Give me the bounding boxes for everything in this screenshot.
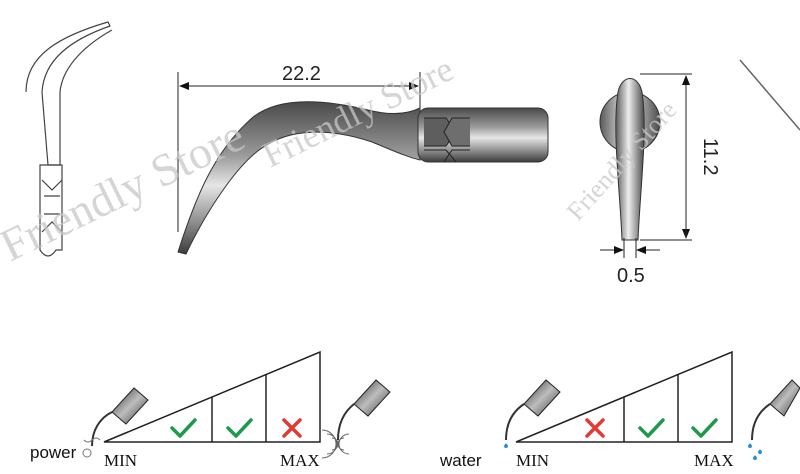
vibration-icon-low bbox=[82, 448, 92, 458]
height-dimension: 11.2 bbox=[640, 73, 721, 241]
power-check-icon-1 bbox=[170, 418, 197, 438]
power-check-icon-2 bbox=[226, 418, 253, 438]
power-max-label: MAX bbox=[280, 451, 320, 470]
power-scale: power MIN MAX bbox=[30, 350, 391, 470]
tool-icon-high-water bbox=[748, 379, 800, 460]
water-cross-icon-1 bbox=[585, 418, 605, 438]
water-check-icon-3 bbox=[691, 418, 718, 438]
tip-outline-drawing bbox=[25, 21, 113, 257]
water-check-icon-2 bbox=[638, 418, 665, 438]
power-min-label: MIN bbox=[104, 451, 137, 470]
tip-front-view bbox=[599, 78, 661, 241]
edge-line bbox=[739, 59, 800, 131]
height-value: 11.2 bbox=[699, 138, 721, 175]
tool-icon-low-water bbox=[504, 379, 561, 448]
tool-icon-low bbox=[83, 387, 149, 447]
tip-side-view bbox=[177, 101, 549, 255]
water-drop-icon bbox=[504, 443, 508, 448]
power-cross-icon-3 bbox=[282, 418, 302, 438]
tool-icon-high bbox=[321, 379, 391, 459]
water-scale: water MIN MAX bbox=[439, 350, 800, 470]
length-dimension: 22.2 bbox=[177, 63, 421, 232]
water-label: water bbox=[439, 451, 482, 470]
water-min-label: MIN bbox=[516, 451, 549, 470]
water-max-label: MAX bbox=[694, 451, 734, 470]
tip-width-dimension: 0.5 bbox=[600, 238, 660, 287]
tip-width-value: 0.5 bbox=[617, 265, 645, 287]
power-label: power bbox=[30, 443, 77, 462]
length-value: 22.2 bbox=[282, 63, 321, 85]
